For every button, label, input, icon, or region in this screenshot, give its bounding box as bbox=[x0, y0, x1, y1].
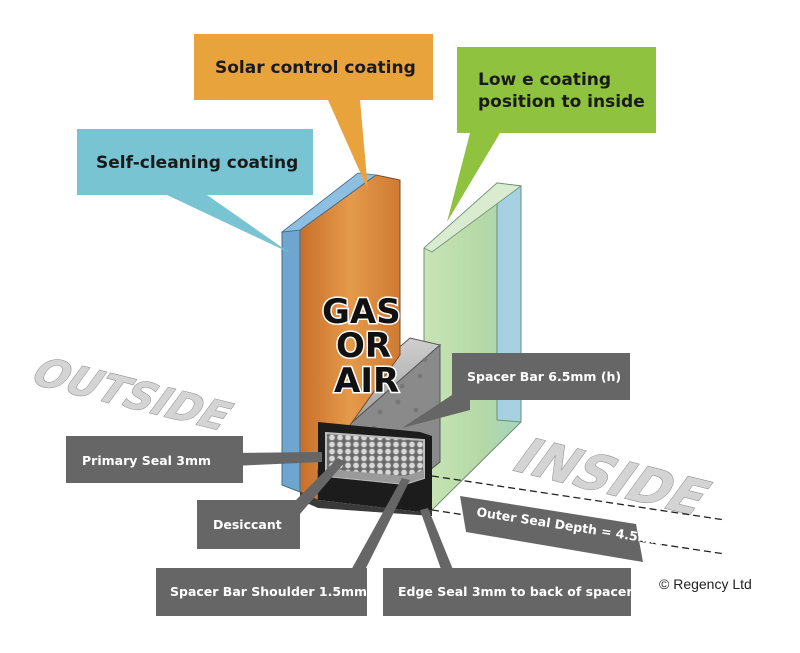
svg-text:Primary Seal 3mm: Primary Seal 3mm bbox=[82, 453, 211, 468]
copyright-text: © Regency Ltd bbox=[659, 576, 752, 592]
outside-label: OUTSIDE bbox=[26, 348, 240, 440]
spacer-bar-label: Spacer Bar 6.5mm (h) bbox=[402, 353, 630, 428]
svg-text:Spacer Bar 6.5mm (h): Spacer Bar 6.5mm (h) bbox=[467, 369, 621, 384]
svg-text:Desiccant: Desiccant bbox=[213, 517, 282, 532]
svg-text:AIR: AIR bbox=[334, 361, 399, 401]
svg-text:OR: OR bbox=[336, 326, 391, 366]
svg-text:Spacer Bar Shoulder 1.5mm: Spacer Bar Shoulder 1.5mm bbox=[170, 584, 367, 599]
svg-text:Low e coating: Low e coating bbox=[478, 70, 611, 90]
low-e-callout: Low e coating position to inside bbox=[447, 47, 656, 222]
svg-text:Self-cleaning coating: Self-cleaning coating bbox=[96, 153, 298, 173]
solar-control-callout: Solar control coating bbox=[194, 34, 433, 190]
outer-glass-pane bbox=[280, 172, 401, 501]
svg-text:GAS: GAS bbox=[322, 292, 401, 332]
desiccant-label: Desiccant bbox=[197, 458, 345, 549]
svg-text:position to inside: position to inside bbox=[478, 92, 645, 112]
desiccant-section bbox=[325, 431, 425, 486]
primary-seal-label: Primary Seal 3mm bbox=[66, 436, 322, 483]
gas-or-air-label: GAS OR AIR bbox=[321, 291, 403, 403]
svg-text:Edge Seal 3mm to back of space: Edge Seal 3mm to back of spacer bbox=[398, 584, 633, 599]
svg-text:Solar control coating: Solar control coating bbox=[215, 58, 416, 78]
self-cleaning-callout: Self-cleaning coating bbox=[77, 129, 313, 253]
spacer-shoulder-label: Spacer Bar Shoulder 1.5mm bbox=[156, 478, 410, 616]
edge-seal-label: Edge Seal 3mm to back of spacer bbox=[383, 508, 633, 616]
